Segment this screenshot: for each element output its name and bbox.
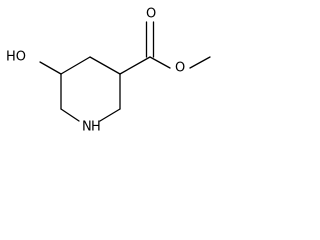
chemical-structure-diagram: N H HO O O <box>6 7 211 135</box>
bond-carbonyl-carbon-ester-oxygen <box>149 56 171 69</box>
bond-ester-oxygen-methyl <box>189 56 211 69</box>
atom-label-carbonyl-oxygen: O <box>146 7 156 22</box>
atom-label-ester-oxygen: O <box>175 61 185 76</box>
atom-label-nh-hydrogen: H <box>91 120 101 135</box>
bond-c2-n1 <box>99 108 121 122</box>
bond-n1-c6 <box>60 108 80 122</box>
bond-c5-o-hydroxyl <box>39 61 62 75</box>
bond-c5-c4 <box>60 56 91 75</box>
atom-label-hydroxyl: HO <box>6 50 26 65</box>
bond-c3-carbonyl-carbon <box>119 56 151 75</box>
bond-c4-c3 <box>89 56 121 75</box>
atom-label-nitrogen: N <box>82 120 92 135</box>
